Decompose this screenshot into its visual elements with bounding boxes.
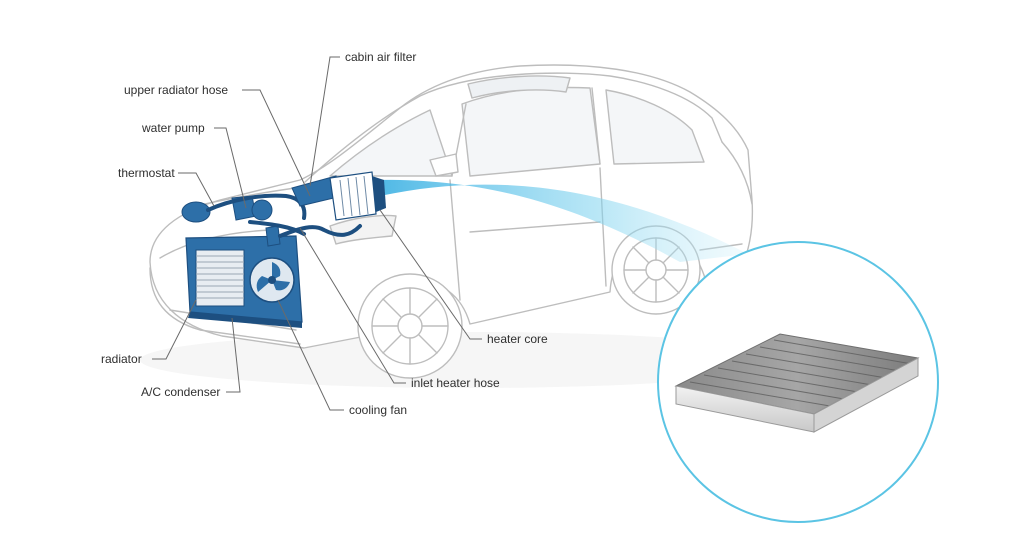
zoom-beam [370, 179, 748, 262]
label-cooling-fan: cooling fan [349, 403, 408, 417]
hoses [206, 193, 362, 238]
label-ac-condenser: A/C condenser [141, 385, 221, 399]
label-upper-radiator-hose: upper radiator hose [124, 83, 229, 97]
heater-box [291, 171, 386, 221]
label-water-pump: water pump [142, 121, 205, 135]
label-cabin-air-filter: cabin air filter [345, 50, 417, 64]
cooling-components [181, 171, 386, 328]
cabin-air-filter-closeup [674, 333, 920, 433]
label-heater-core: heater core [487, 332, 548, 346]
label-radiator: radiator [101, 352, 142, 366]
label-thermostat: thermostat [118, 166, 175, 180]
car-body [140, 64, 800, 388]
zoom-circle [657, 241, 939, 523]
label-inlet-heater-hose: inlet heater hose [411, 376, 500, 390]
leader-lines [152, 56, 482, 411]
radiator-assembly [185, 235, 303, 328]
